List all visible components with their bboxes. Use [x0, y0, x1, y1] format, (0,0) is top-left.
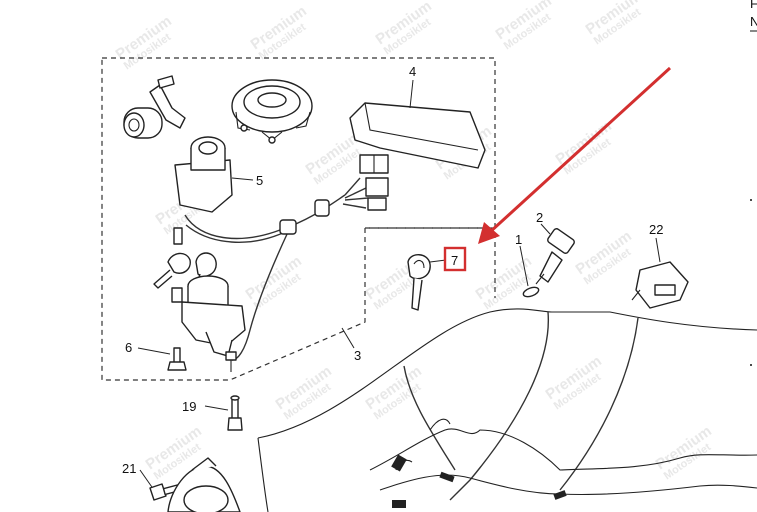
wire-harness	[184, 154, 389, 361]
horn-part	[167, 457, 241, 512]
callout-21: 21	[122, 461, 136, 476]
callout-3: 3	[354, 348, 361, 363]
edge-letter-n: N	[750, 14, 757, 29]
assembly-dashed-box	[101, 57, 496, 381]
fuel-cap-part	[231, 79, 313, 144]
callout-4: 4	[409, 64, 416, 79]
lock-part	[123, 75, 186, 139]
callout-6: 6	[125, 340, 132, 355]
panel-part-4	[349, 79, 486, 169]
right-edge-marks: F N	[750, 0, 757, 366]
callout-5: 5	[256, 173, 263, 188]
frame-overview-region	[257, 308, 757, 512]
edge-letter-f: F	[750, 0, 757, 11]
red-arrow	[478, 66, 672, 244]
callout-22: 22	[649, 222, 663, 237]
leader-part-3	[341, 327, 355, 349]
callout-19: 19	[182, 399, 196, 414]
sensor-part-2	[535, 223, 575, 285]
key-part-7	[407, 254, 447, 311]
bolt-part-19	[204, 395, 243, 431]
washer-part-1	[519, 245, 540, 298]
lock-body-lower	[171, 227, 246, 372]
switch-part-5	[174, 136, 254, 213]
highlight-box-part-7	[443, 246, 467, 272]
screw-part-6	[137, 347, 187, 371]
callout-labels: 4 5 6 3 19 21 2 1 22 7	[122, 64, 663, 476]
callout-7: 7	[451, 253, 458, 268]
callout-2: 2	[536, 210, 543, 225]
callout-1: 1	[515, 232, 522, 247]
connector-part-22	[631, 237, 689, 309]
